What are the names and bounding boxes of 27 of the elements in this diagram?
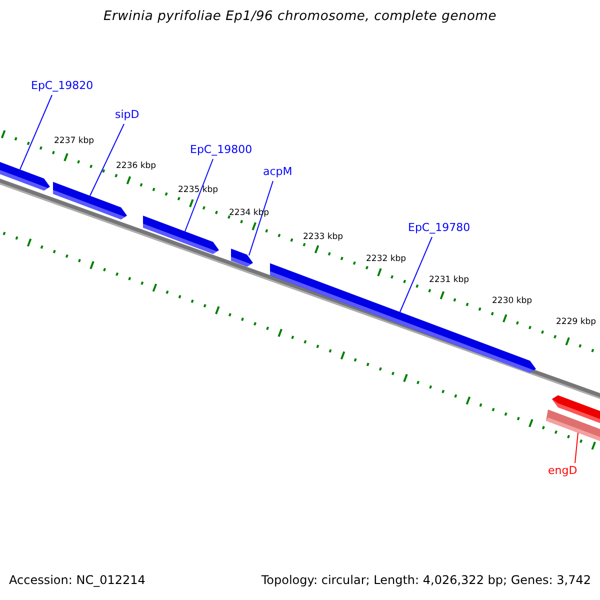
leader-line <box>184 158 214 232</box>
leader-line <box>248 180 274 256</box>
gene-feature <box>270 263 536 373</box>
gene-label: EpC_19820 <box>31 80 94 93</box>
gene-label: acpM <box>263 166 292 179</box>
scale-label: 2232 kbp <box>366 255 406 265</box>
leader-line <box>574 432 578 464</box>
gene-label: sipD <box>115 109 140 122</box>
diagram-title: Erwinia pyrifoliae Ep1/96 chromosome, complete genome <box>102 10 498 25</box>
scale-label: 2236 kbp <box>116 162 156 172</box>
gene-feature <box>143 216 219 254</box>
scale-label: 2230 kbp <box>492 297 532 307</box>
scale-label: 2233 kbp <box>303 233 344 243</box>
genome-summary: Topology: circular; Length: 4,026,322 bp; Genes: 3,742 <box>261 574 591 588</box>
gene-label: EpC_19780 <box>408 222 470 235</box>
scale-label: 2235 kbp <box>178 186 218 196</box>
scale-label: 2229 kbp <box>556 318 596 328</box>
gene-feature <box>231 248 253 267</box>
leader-line <box>400 236 432 312</box>
leader-line <box>20 94 52 170</box>
leader-line <box>90 124 124 196</box>
gene-label: engD <box>548 465 578 478</box>
accession-text: Accession: NC_012214 <box>9 574 146 588</box>
scale-label: 2237 kbp <box>54 137 94 147</box>
gene-feature <box>53 182 127 220</box>
scale-label: 2231 kbp <box>429 276 470 286</box>
gene-label: EpC_19800 <box>190 144 252 157</box>
